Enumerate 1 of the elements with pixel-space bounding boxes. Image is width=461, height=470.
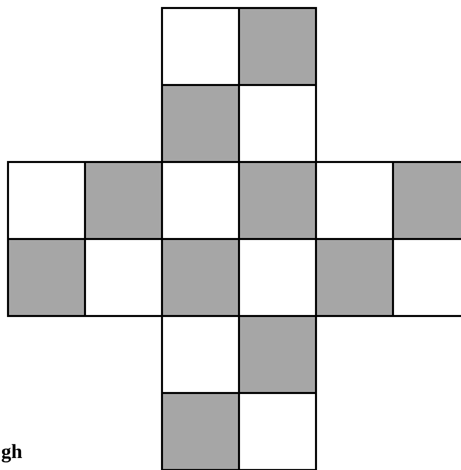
- label-text: gh: [2, 444, 22, 462]
